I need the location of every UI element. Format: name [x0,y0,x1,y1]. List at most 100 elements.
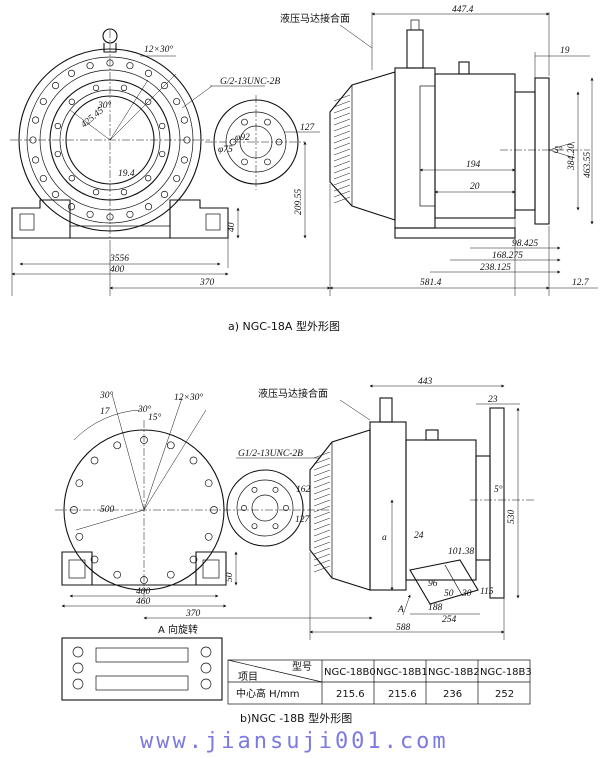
bolt-hole [52,190,60,198]
fig-a-dia-92: φ92 [235,133,250,143]
bolt-hole [159,122,166,130]
fig-b-dim-370: 370 [185,609,201,619]
fig-a-dim-40: 40 [227,222,237,232]
hatch-line [333,136,351,144]
hatch-line [313,457,331,465]
bolt-hole [173,174,181,183]
table-val-1: 215.6 [388,689,417,700]
bolt-hole [204,532,213,541]
fig-b-dim-50: 50 [225,572,235,582]
fig-b-dim-162: 162 [296,485,311,495]
hatch-line [333,190,351,198]
watermark: www.jiansuji001.com [140,729,449,754]
bolt-hole [283,505,289,511]
fig-b-dim-254: 254 [442,615,457,625]
hatch-line [313,493,331,501]
bolt-hole [32,116,40,124]
bolt-hole [166,570,175,579]
hatch-line [333,154,351,162]
hatch-line [313,505,331,513]
hatch-line [333,148,351,156]
hatch-line [333,196,351,204]
bolt-hole [160,82,168,90]
hatch-line [313,523,331,531]
table-val-0: 215.6 [336,689,365,700]
fig-b-port-holes [241,486,289,530]
table-col-1: NGC-18B1 [376,667,428,678]
bolt-hole [52,82,60,90]
table-col-3: NGC-18B3 [480,667,532,678]
hatch-line [313,529,331,537]
fig-a-dim-4474: 447.4 [452,5,474,15]
bolt-hole [241,118,248,126]
fig-b-dim-a: a [382,533,387,543]
bolt-hole [67,69,76,77]
fig-b-hydraulic-label: 液压马达接合面 [258,387,328,400]
bolt-hole [92,189,100,196]
hatch-line [333,100,351,108]
bolt-hole [241,158,248,166]
table-val-3: 252 [495,689,514,700]
spec-table [227,659,531,705]
hatch-line [313,535,331,543]
bolt-hole [67,203,76,211]
bolt-hole [241,505,247,511]
fig-a-dim-127b: 12.7 [572,278,590,288]
bolt-hole [54,122,61,130]
fig-b-dim-460: 460 [136,597,151,607]
hatch-line [333,112,351,120]
fig-b-dim-23: 23 [488,395,498,405]
fig-a-caption: a) NGC-18A 型外形图 [228,319,340,333]
hatch-line [313,463,331,471]
bolt-hole [189,456,198,465]
fig-a-dim-20955: 209.55 [294,189,304,215]
bolt-hole [86,62,94,70]
bolt-hole [189,555,198,564]
fig-a-dia-75: φ75 [218,145,233,155]
bolt-hole [144,69,153,77]
bolt-hole [32,156,40,164]
fig-b-dim-96: 96 [428,579,438,589]
fig-a-thread-label: G/2-13UNC-2B [220,77,280,87]
fig-b-bolt-label: 12×30° [174,392,203,403]
fig-a-dim-238125: 238.125 [480,263,511,273]
hatch-line [333,184,351,192]
table-row-label: 中心高 H/mm [236,687,300,700]
bolt-hole [159,150,166,158]
bolt-hole [264,158,271,166]
fig-b-dim-443: 443 [418,377,433,387]
bolt-hole [166,441,175,450]
fig-a-dim-194b: 194 [466,160,481,170]
fig-a-dim-370: 370 [199,278,215,288]
table-col-2: NGC-18B2 [428,667,480,678]
hatch-line [313,517,331,525]
hatch-line [333,166,351,174]
fig-b-dim-127: 127 [295,515,311,525]
bolt-hole [39,97,47,106]
fig-a-radius-42545: 425.45 [80,106,107,131]
fig-a-dim-20: 20 [470,182,480,192]
fig-a-hydraulic-label: 液压马达接合面 [280,12,350,25]
hatch-line [313,559,331,567]
bolt-hole [173,97,181,106]
fig-b-angle-5: 5° [494,484,503,495]
bolt-hole [54,150,61,158]
a-view-base-plan [61,637,223,701]
bolt-hole [180,116,188,124]
fig-b-dim-50b: 50 [444,589,454,599]
bolt-hole [272,486,279,493]
fig-b-dim-530: 530 [507,510,517,525]
hatch-line [333,130,351,138]
fig-b-dim-30c: 30 [461,589,472,599]
table-col-0: NGC-18B0 [324,667,376,678]
fig-b-dim-17: 17 [100,407,111,417]
hatch-line [313,475,331,483]
bolt-hole [86,210,94,218]
fig-b-dim-588: 588 [396,623,411,633]
bolt-hole [120,84,128,91]
fig-b-dim-115: 115 [480,587,494,597]
bolt-hole [75,532,84,541]
hatch-line [313,541,331,549]
fig-b-dim-500: 500 [100,505,115,515]
hatch-line [333,94,351,102]
